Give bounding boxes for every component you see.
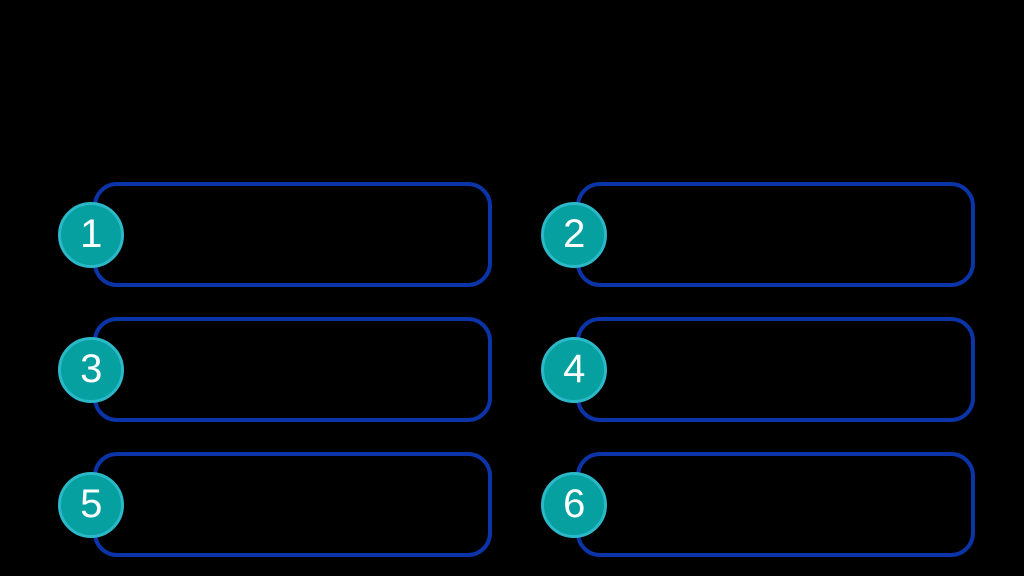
callout-badge-4: 4 xyxy=(541,336,607,403)
callout-badge-2: 2 xyxy=(541,201,607,268)
callout-badge-number-6: 6 xyxy=(563,481,585,526)
callout-badge-number-5: 5 xyxy=(80,481,102,526)
callout-item-6[interactable]: 6 xyxy=(541,452,975,557)
callout-badge-5: 5 xyxy=(58,471,124,538)
callout-badge-number-2: 2 xyxy=(563,211,585,256)
callout-text-2 xyxy=(634,182,953,287)
callout-badge-number-1: 1 xyxy=(80,211,102,256)
callout-item-1[interactable]: 1 xyxy=(58,182,492,287)
callout-text-1 xyxy=(151,182,470,287)
callout-text-4 xyxy=(634,317,953,422)
callout-item-4[interactable]: 4 xyxy=(541,317,975,422)
callout-item-5[interactable]: 5 xyxy=(58,452,492,557)
callout-badge-3: 3 xyxy=(58,336,124,403)
callout-badge-1: 1 xyxy=(58,201,124,268)
callout-text-3 xyxy=(151,317,470,422)
callout-item-3[interactable]: 3 xyxy=(58,317,492,422)
callout-badge-number-4: 4 xyxy=(563,346,585,391)
callout-item-2[interactable]: 2 xyxy=(541,182,975,287)
callout-badge-number-3: 3 xyxy=(80,346,102,391)
callout-badge-6: 6 xyxy=(541,471,607,538)
callout-text-6 xyxy=(634,452,953,557)
callout-text-5 xyxy=(151,452,470,557)
